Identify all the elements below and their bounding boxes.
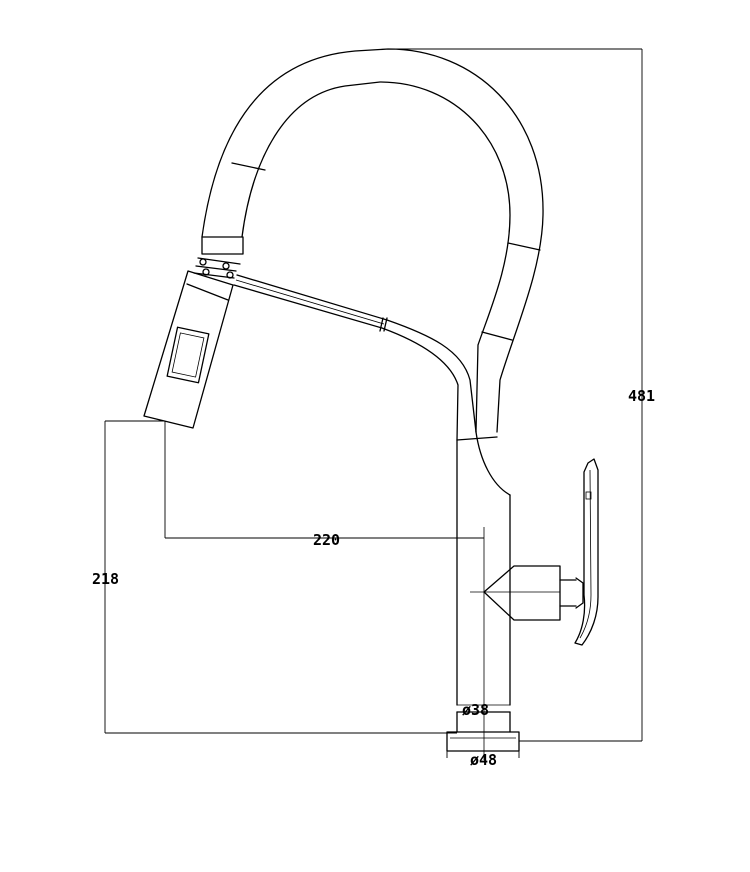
dim-base-diameter-label: ø48 (470, 751, 497, 769)
dim-body-diameter-label: ø38 (462, 701, 489, 719)
dim-body-diameter: ø38 (462, 701, 489, 719)
spray-head (143, 270, 234, 429)
dim-spout-height: 218 (92, 420, 457, 734)
handle-hub (470, 565, 584, 621)
gooseneck-arch (201, 48, 544, 433)
dim-spout-reach-label: 220 (313, 531, 340, 549)
dim-base-diameter: ø48 (446, 751, 520, 769)
lever-handle (574, 458, 599, 646)
dim-total-height-label: 481 (628, 387, 655, 405)
pull-down-hose (233, 274, 477, 441)
dim-spout-reach: 220 (164, 421, 484, 549)
faucet-body (456, 431, 511, 733)
dim-total-height: 481 (388, 48, 655, 742)
spray-button (166, 326, 210, 384)
dim-spout-height-label: 218 (92, 570, 119, 588)
spray-head-collar (193, 236, 244, 279)
faucet-base (446, 731, 520, 752)
